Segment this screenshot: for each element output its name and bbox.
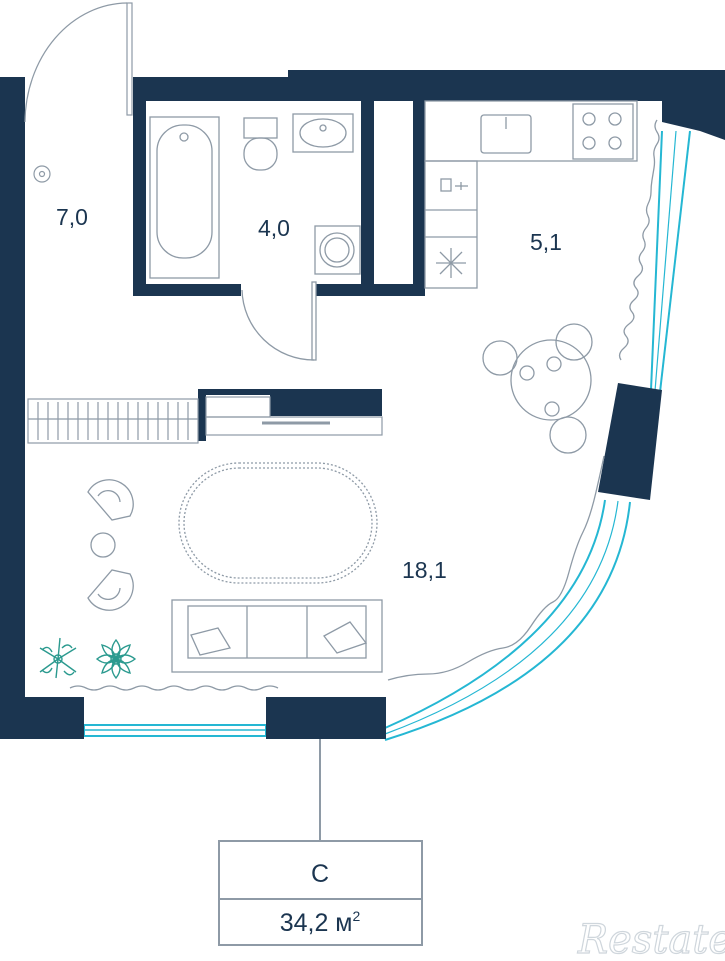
cooktop [572, 103, 634, 160]
sofa [171, 599, 383, 673]
plant-left-icon [39, 637, 77, 679]
armchair-bottom [87, 569, 134, 611]
bathroom-fixtures [149, 113, 361, 361]
wall-bath-bottom-left [133, 284, 241, 296]
dining-table [482, 323, 593, 454]
kitchen-counter [424, 100, 638, 162]
living-curtain [387, 455, 605, 681]
cushion-left [190, 627, 232, 656]
entrance-door-swing [24, 2, 128, 123]
wall-bottom-middle [266, 697, 386, 739]
window-upper-right [650, 130, 691, 393]
kitchen-area-label: 5,1 [530, 229, 562, 255]
entrance-door [24, 2, 133, 123]
fridge-icon [436, 248, 466, 278]
living-fixtures [69, 455, 605, 691]
wall-top-right [288, 70, 725, 140]
cushion-right [323, 621, 368, 654]
bathtub [149, 116, 220, 279]
wall-left [0, 77, 25, 739]
washing-machine [314, 225, 361, 275]
kitchen-fixtures [424, 100, 660, 454]
wall-bath-partition-2 [413, 101, 425, 296]
kitchen-curtain [618, 119, 660, 361]
badge-frame [218, 840, 423, 946]
kitchen-sink [480, 114, 532, 154]
hall-area-label: 7,0 [56, 204, 88, 230]
wall-closet-top [198, 389, 382, 395]
window-curved [384, 499, 631, 741]
watermark-logo: Restate [577, 917, 725, 961]
tv-cabinet [205, 396, 383, 436]
windows [83, 130, 691, 741]
total-area-value: 34,2 м [280, 909, 353, 937]
wall-bottom-left [0, 697, 84, 739]
side-table [90, 532, 116, 558]
living-area-label: 18,1 [402, 557, 447, 583]
hall-fixtures [27, 165, 383, 444]
apartment-badge: С 34,2 м2 [218, 739, 423, 946]
rug [178, 462, 378, 584]
bathroom-area-label: 4,0 [258, 215, 290, 241]
dishwasher-icon [425, 178, 477, 238]
hall-wardrobe [27, 398, 199, 444]
walls [0, 70, 725, 739]
entrance-door-leaf [126, 2, 133, 116]
washbasin [292, 113, 354, 153]
wall-top-bath [133, 77, 293, 101]
area-unit-power: 2 [353, 908, 361, 924]
hall-lamp-icon [33, 165, 51, 183]
bathroom-door [241, 281, 317, 361]
plant-right-icon [95, 638, 137, 680]
apartment-type: С [311, 860, 329, 888]
wall-closet-left [198, 389, 206, 441]
bottom-curtain [69, 685, 279, 691]
wall-closet-block [270, 392, 382, 416]
wall-pillar-right [598, 383, 662, 500]
wall-bath-partition-1 [361, 101, 374, 296]
toilet [243, 117, 278, 171]
wall-bath-left [133, 77, 146, 296]
armchair-top [87, 479, 134, 521]
apartment-total-area: 34,2 м2 [280, 908, 361, 937]
